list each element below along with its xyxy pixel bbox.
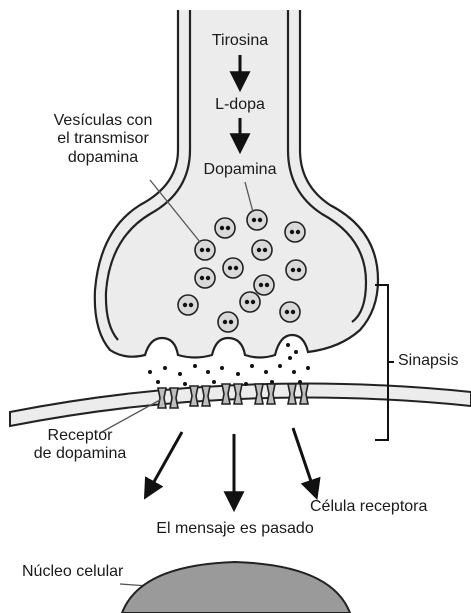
vesicle <box>215 218 235 238</box>
vesicle <box>223 258 243 278</box>
label-sinapsis: Sinapsis <box>398 352 458 370</box>
released-dopamine <box>148 343 310 386</box>
label-vesiculas-line1: Vesículas con <box>28 112 178 130</box>
presynaptic-terminal <box>95 10 378 358</box>
label-receptor: Receptor de dopamina <box>10 427 150 464</box>
label-vesiculas: Vesículas con el transmisor dopamina <box>28 112 178 167</box>
vesicle <box>286 260 306 280</box>
label-vesiculas-line3: dopamina <box>28 149 178 167</box>
vesicle <box>195 240 215 260</box>
arrow-signal-left <box>146 432 182 496</box>
label-nucleo: Núcleo celular <box>22 563 123 581</box>
vesicle <box>195 268 215 288</box>
label-ldopa: L-dopa <box>200 96 280 114</box>
label-dopamina: Dopamina <box>190 161 290 179</box>
label-celula-receptora: Célula receptora <box>310 498 427 516</box>
vesicle <box>280 302 300 322</box>
label-receptor-line1: Receptor <box>10 427 150 445</box>
cell-nucleus <box>122 562 350 613</box>
vesicle <box>252 240 272 260</box>
vesicle <box>218 312 238 332</box>
label-vesiculas-line2: el transmisor <box>28 130 178 148</box>
vesicle <box>285 222 305 242</box>
sinapsis-bracket <box>375 285 394 440</box>
label-receptor-line2: de dopamina <box>10 445 150 463</box>
vesicle <box>254 275 274 295</box>
label-mensaje: El mensaje es pasado <box>125 520 345 538</box>
vesicle <box>247 210 267 230</box>
label-tirosina: Tirosina <box>200 32 280 50</box>
arrow-signal-right <box>293 428 316 496</box>
vesicle <box>240 292 260 312</box>
vesicle <box>178 295 198 315</box>
